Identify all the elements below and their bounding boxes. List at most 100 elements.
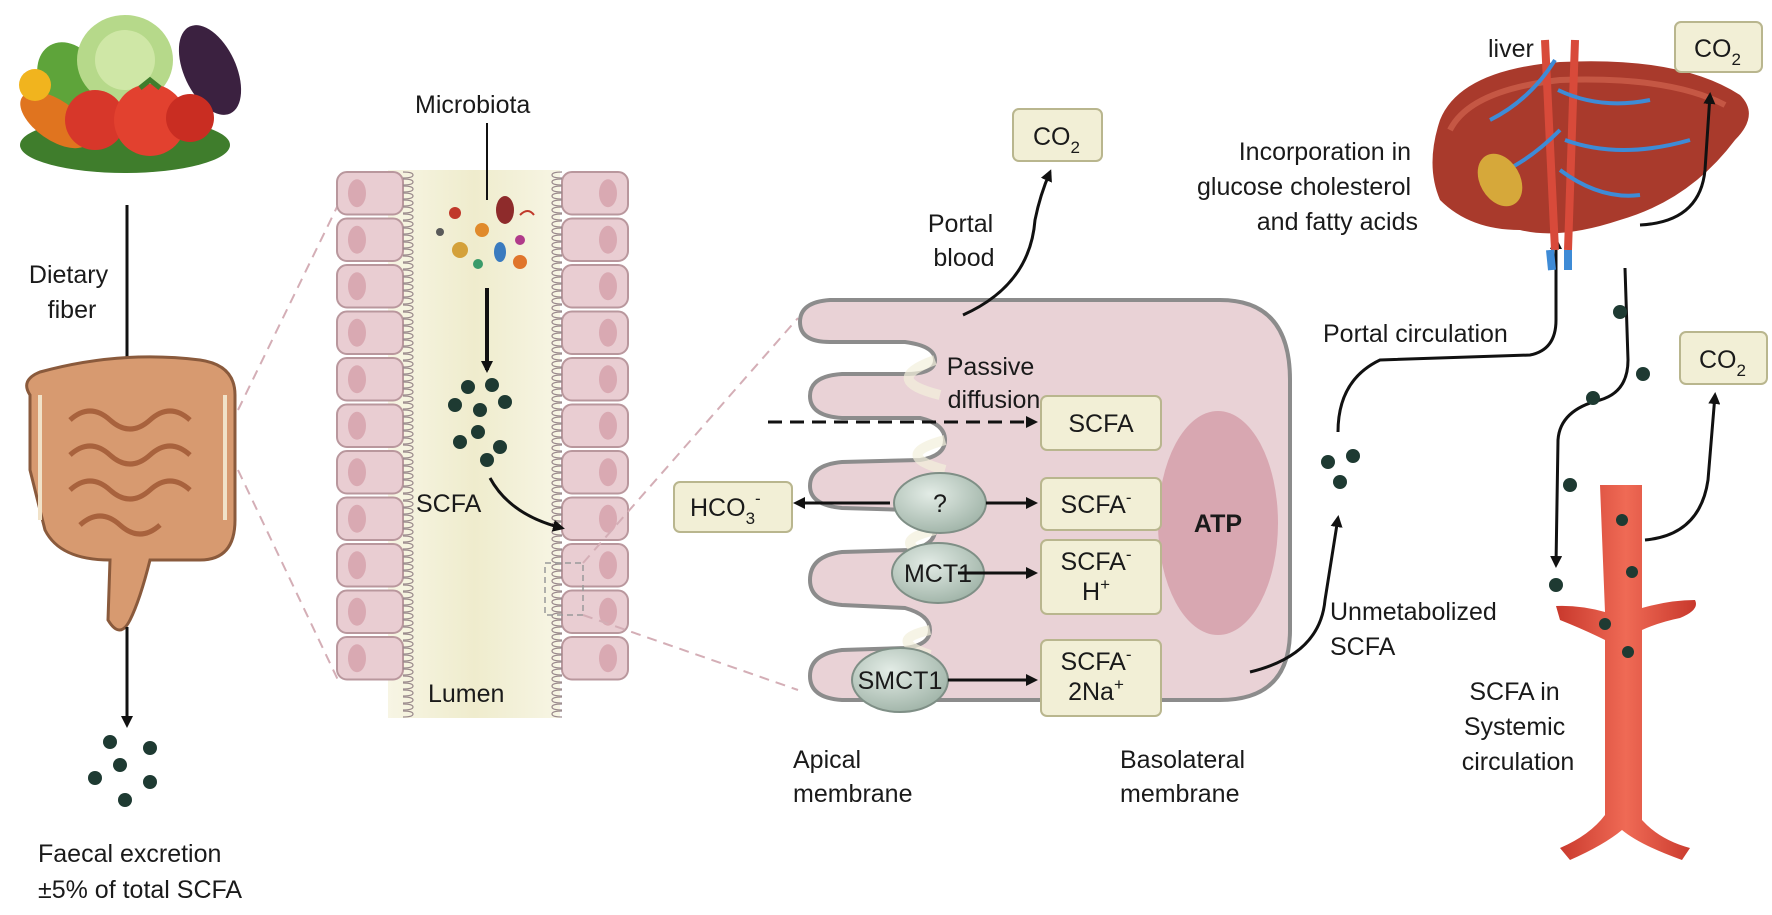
cell-nucleus: [599, 225, 617, 254]
svg-text:CO2: CO2: [1033, 123, 1080, 157]
epithelial-cell: [336, 636, 404, 681]
cell-nucleus: [599, 272, 617, 301]
epithelial-cell: [561, 450, 629, 495]
cell-nucleus: [348, 644, 366, 673]
liver-icon: [1432, 39, 1749, 271]
systemic-circulation-label: SCFA in Systemic circulation: [1462, 678, 1575, 776]
epithelial-cell: [561, 636, 629, 681]
epithelial-cell: [561, 171, 629, 216]
lumen-background: [388, 170, 560, 718]
cell-nucleus: [599, 644, 617, 673]
epithelial-cell: [561, 403, 629, 448]
atp-organelle: [1158, 411, 1278, 635]
cell-nucleus: [599, 458, 617, 487]
svg-text:SCFA: SCFA: [1068, 410, 1134, 438]
svg-text:H+: H+: [1082, 575, 1110, 606]
vessel-scfa-dots: [1599, 514, 1638, 658]
basolateral-membrane-label: Basolateral membrane: [1120, 746, 1252, 808]
cell-nucleus: [348, 179, 366, 208]
portal-blood-label: Portal blood: [928, 210, 1000, 272]
portal-blood-arrow: [962, 169, 1052, 317]
cell-nucleus: [348, 458, 366, 487]
zoom-line: [582, 317, 799, 564]
svg-text:SCFA-: SCFA-: [1061, 488, 1132, 519]
smct1-label: SMCT1: [858, 667, 943, 695]
epithelial-cell: [561, 357, 629, 402]
intestine-icon: [25, 355, 237, 632]
co2-box-portal: CO2: [1012, 108, 1103, 162]
cell-nucleus: [599, 365, 617, 394]
epithelial-cell: [336, 496, 404, 541]
zoom-line: [237, 204, 339, 411]
vessel-co2-arrow: [1644, 392, 1721, 542]
cell-nucleus: [348, 225, 366, 254]
epithelium-right: [551, 171, 629, 718]
epithelial-cell: [561, 217, 629, 262]
svg-text:SCFA-: SCFA-: [1061, 545, 1132, 576]
systemic-arrow: [1550, 267, 1630, 568]
unknown-transporter-label: ?: [933, 490, 947, 518]
cell-nucleus: [599, 179, 617, 208]
systemic-scfa-dots: [1549, 305, 1650, 592]
zoom-line: [582, 614, 799, 691]
cell-nucleus: [599, 551, 617, 580]
cell-nucleus: [599, 504, 617, 533]
cell-nucleus: [348, 365, 366, 394]
microvilli-border: [551, 171, 563, 718]
scfa-minus-box: SCFA-: [1040, 477, 1162, 531]
microbiota-label: Microbiota: [415, 91, 530, 119]
cell-nucleus: [348, 318, 366, 347]
cell-nucleus: [599, 411, 617, 440]
epithelial-cell: [336, 171, 404, 216]
epithelial-cell: [336, 217, 404, 262]
faecal-excretion-label: Faecal excretion ±5% of total SCFA: [38, 840, 242, 904]
cell-nucleus: [348, 551, 366, 580]
unmetabolized-scfa-dots: [1321, 449, 1360, 489]
epithelial-cell: [336, 543, 404, 588]
scfa-box-passive: SCFA: [1040, 395, 1162, 451]
epithelial-cell: [561, 264, 629, 309]
passive-diffusion-label: Passive diffusion: [947, 353, 1042, 414]
scfa-h-box: SCFA- H+: [1040, 539, 1162, 615]
zoom-box: [544, 562, 584, 616]
scfa-lumen-label: SCFA: [416, 490, 482, 518]
co2-box-systemic: CO2: [1679, 331, 1768, 385]
epithelial-cell: [336, 450, 404, 495]
cell-nucleus: [348, 272, 366, 301]
epithelial-cell: [561, 310, 629, 355]
svg-text:SCFA-: SCFA-: [1061, 645, 1132, 676]
cell-nucleus: [348, 411, 366, 440]
hco3-box: HCO3-: [673, 481, 793, 533]
liver-co2-arrow: [1639, 92, 1716, 227]
unmetabolized-scfa-label: Unmetabolized SCFA: [1330, 598, 1504, 661]
co2-box-liver: CO2: [1674, 21, 1763, 73]
epithelial-cell: [336, 310, 404, 355]
cell-nucleus: [348, 504, 366, 533]
apical-membrane-label: Apical membrane: [793, 746, 913, 808]
blood-vessel-icon: [1556, 485, 1696, 860]
atp-label: ATP: [1194, 510, 1242, 538]
svg-text:CO2: CO2: [1699, 346, 1746, 380]
lumen-scfa-dots: [448, 378, 512, 467]
zoom-line: [237, 469, 339, 681]
epithelium-left: [336, 171, 414, 718]
dietary-fiber-label: Dietary fiber: [29, 261, 115, 324]
epithelial-cell: [336, 264, 404, 309]
scfa-to-epithelium-arrow: [488, 477, 565, 532]
svg-text:2Na+: 2Na+: [1068, 675, 1124, 706]
microbiota-icon: [436, 196, 535, 269]
epithelial-cell: [336, 403, 404, 448]
liver-label: liver: [1488, 35, 1534, 63]
vegetables-icon: [19, 15, 242, 173]
portal-circulation-arrow: [1336, 237, 1562, 433]
epithelial-cell: [336, 357, 404, 402]
microvilli-border: [402, 171, 414, 718]
portal-circulation-label: Portal circulation: [1323, 320, 1508, 348]
cell-nucleus: [348, 597, 366, 626]
lumen-label: Lumen: [428, 680, 504, 708]
epithelial-cell: [336, 589, 404, 634]
cell-nucleus: [599, 318, 617, 347]
epithelial-cell: [561, 496, 629, 541]
